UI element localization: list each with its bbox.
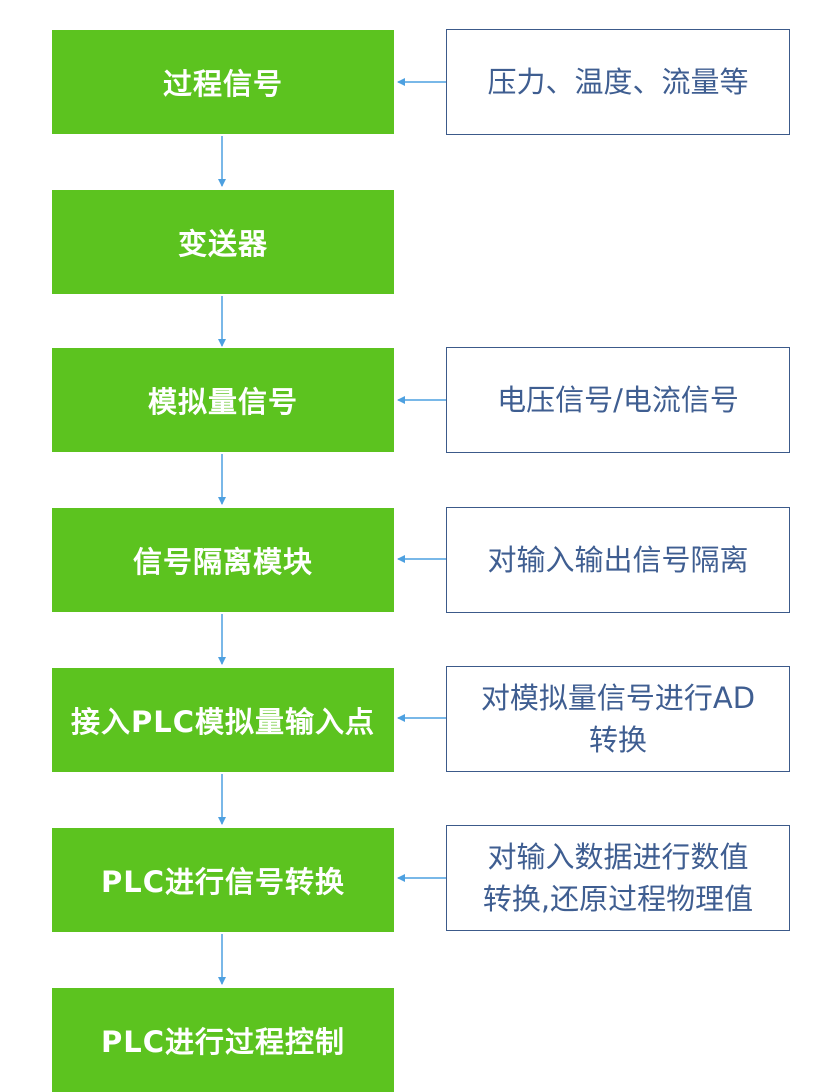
note-ad-conversion: 对模拟量信号进行AD 转换 bbox=[446, 666, 790, 772]
flowchart: 过程信号 变送器 模拟量信号 信号隔离模块 接入PLC模拟量输入点 PLC进行信… bbox=[52, 29, 790, 1092]
note-text: 对输入输出信号隔离 bbox=[487, 542, 749, 577]
connectors bbox=[218, 78, 446, 985]
note-process-signal: 压力、温度、流量等 bbox=[446, 29, 790, 135]
step-label: 过程信号 bbox=[162, 67, 283, 101]
note-isolation: 对输入输出信号隔离 bbox=[446, 507, 790, 613]
step-analog-signal: 模拟量信号 bbox=[52, 348, 394, 452]
step-label: PLC进行信号转换 bbox=[100, 865, 346, 899]
note-line: 转换,还原过程物理值 bbox=[482, 882, 754, 916]
step-label: 信号隔离模块 bbox=[132, 545, 313, 579]
note-line: 转换 bbox=[588, 723, 647, 757]
step-label: 接入PLC模拟量输入点 bbox=[70, 705, 376, 739]
note-line: 对输入数据进行数值 bbox=[487, 839, 749, 874]
step-transmitter: 变送器 bbox=[52, 190, 394, 294]
step-label: PLC进行过程控制 bbox=[100, 1025, 346, 1059]
step-isolation-module: 信号隔离模块 bbox=[52, 508, 394, 612]
step-plc-signal-conversion: PLC进行信号转换 bbox=[52, 828, 394, 932]
note-line: 对模拟量信号进行AD bbox=[480, 680, 756, 715]
step-plc-process-control: PLC进行过程控制 bbox=[52, 988, 394, 1092]
step-process-signal: 过程信号 bbox=[52, 30, 394, 134]
step-label: 模拟量信号 bbox=[147, 385, 298, 419]
note-text: 压力、温度、流量等 bbox=[487, 64, 749, 99]
note-analog-signal: 电压信号/电流信号 bbox=[446, 347, 790, 453]
note-text: 电压信号/电流信号 bbox=[497, 382, 739, 417]
note-numeric-conversion: 对输入数据进行数值 转换,还原过程物理值 bbox=[446, 825, 790, 931]
step-label: 变送器 bbox=[177, 227, 268, 261]
step-plc-analog-input: 接入PLC模拟量输入点 bbox=[52, 668, 394, 772]
